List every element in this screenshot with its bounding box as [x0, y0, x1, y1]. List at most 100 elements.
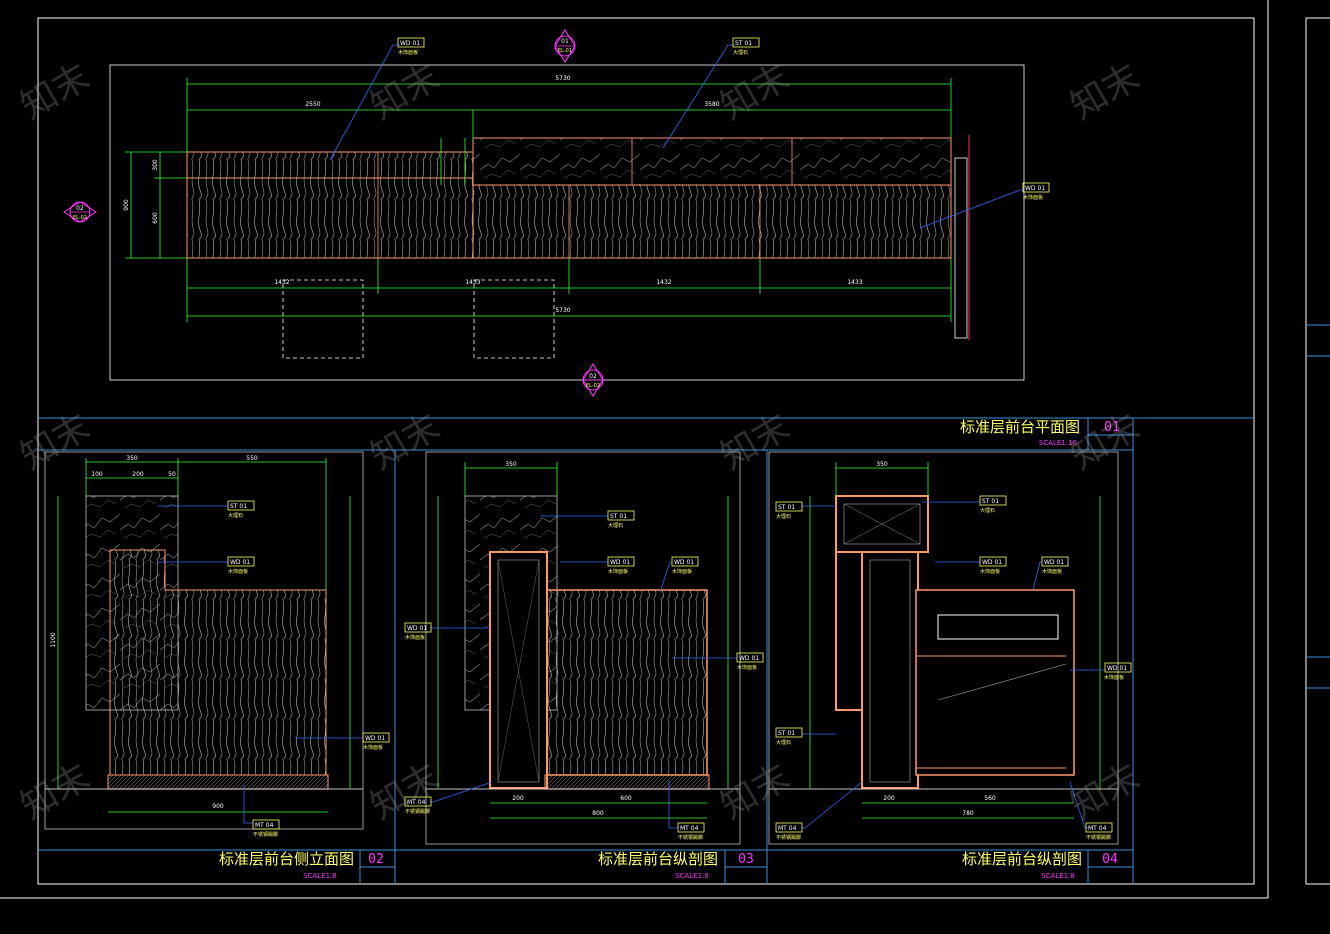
plan-border [109, 64, 1025, 381]
svg-text:不锈钢踢脚: 不锈钢踢脚 [405, 808, 430, 815]
plan-tag-2: ST 01 大理石 [732, 37, 760, 56]
svg-text:02: 02 [589, 373, 597, 380]
plan-chair-2 [473, 279, 555, 359]
dim-plan-left: 2550 [305, 101, 320, 108]
svg-text:不锈钢踢脚: 不锈钢踢脚 [678, 834, 703, 841]
svg-text:EL-02: EL-02 [73, 215, 87, 221]
svg-text:MT 04: MT 04 [1088, 825, 1107, 832]
sec04-title: 标准层前台纵剖图 [962, 850, 1082, 868]
dim-plan-seg4: 1433 [847, 279, 862, 286]
section-marker-icon: 01 EL-01 [554, 29, 576, 63]
dim-plan-seg3: 1432 [656, 279, 671, 286]
watermark: 知末 [1064, 406, 1147, 478]
dim-side-top-c: 50 [168, 471, 176, 478]
svg-text:WD 01: WD 01 [1025, 185, 1045, 192]
watermark: 知末 [14, 56, 97, 128]
dim-plan-seg1: 1432 [274, 279, 289, 286]
dim-side-top-total: 350 [126, 455, 138, 462]
sec03-number: 03 [738, 852, 754, 867]
sec04-column [861, 551, 919, 789]
dim-sec04-a: 200 [883, 795, 895, 802]
sheet-frame [0, 0, 1330, 899]
svg-text:WD 01: WD 01 [739, 655, 759, 662]
svg-text:ST 01: ST 01 [610, 513, 627, 520]
dim-sec03-total: 800 [592, 810, 604, 817]
svg-text:大理石: 大理石 [776, 739, 791, 746]
dim-sec03-top: 350 [505, 461, 517, 468]
watermark: 知末 [1064, 56, 1147, 128]
svg-text:WD 01: WD 01 [674, 559, 694, 566]
svg-text:EL-02: EL-02 [586, 383, 600, 389]
svg-text:木饰面板: 木饰面板 [737, 664, 757, 671]
watermark: 知末 [1064, 756, 1147, 828]
watermark: 知末 [364, 756, 447, 828]
dim-side-top-right: 550 [246, 455, 258, 462]
svg-text:WD 01: WD 01 [610, 559, 630, 566]
svg-text:01: 01 [561, 38, 569, 45]
svg-text:WD 01: WD 01 [982, 559, 1002, 566]
sec03-wood-body [546, 589, 708, 776]
side-number: 02 [368, 852, 384, 867]
svg-text:木饰面板: 木饰面板 [1023, 194, 1043, 201]
side-title-block: 标准层前台侧立面图 02 SCALE1:8 [219, 850, 395, 884]
sec04-tag-3: WD 01 木饰面板 [979, 556, 1007, 575]
svg-text:不锈钢踢脚: 不锈钢踢脚 [776, 834, 801, 841]
svg-text:EL-01: EL-01 [558, 48, 572, 54]
sec03-title: 标准层前台纵剖图 [598, 850, 718, 868]
svg-text:ST 01: ST 01 [982, 498, 999, 505]
watermark: 知末 [14, 756, 97, 828]
watermark: 知末 [714, 756, 797, 828]
svg-text:ST 01: ST 01 [778, 730, 795, 737]
svg-text:ST 01: ST 01 [778, 504, 795, 511]
plan-chair-1 [282, 279, 364, 359]
svg-text:MT 04: MT 04 [255, 822, 274, 829]
side-wood-body [109, 549, 327, 776]
dim-sec04-top: 350 [876, 461, 888, 468]
dim-sec04-b: 560 [984, 795, 996, 802]
side-scale: SCALE1:8 [303, 872, 337, 880]
svg-text:不锈钢踢脚: 不锈钢踢脚 [253, 831, 278, 838]
plan-dimensions [125, 78, 952, 322]
svg-text:WD 01: WD 01 [230, 559, 250, 566]
dim-side-top-a: 100 [91, 471, 103, 478]
side-kick-plate [107, 774, 329, 790]
dim-side-bottom: 900 [212, 803, 224, 810]
svg-text:大理石: 大理石 [228, 512, 243, 519]
plan-number: 01 [1104, 420, 1120, 435]
sec04-drawer [937, 614, 1059, 640]
side-title: 标准层前台侧立面图 [219, 850, 354, 868]
svg-text:WD 01: WD 01 [365, 735, 385, 742]
plan-title-block: 标准层前台平面图 01 SCALE1:16 [960, 418, 1133, 450]
svg-text:WD 01: WD 01 [407, 625, 427, 632]
plan-title: 标准层前台平面图 [960, 418, 1080, 436]
svg-text:MT 04: MT 04 [407, 799, 426, 806]
svg-text:大理石: 大理石 [733, 49, 748, 56]
svg-text:木饰面板: 木饰面板 [980, 568, 1000, 575]
side-tag-4: MT 04 不锈钢踢脚 [252, 819, 280, 838]
sec03-title-block: 标准层前台纵剖图 03 SCALE1:8 [598, 850, 767, 884]
dim-plan-htop: 300 [152, 159, 159, 171]
watermark: 知末 [714, 406, 797, 478]
sec04-title-block: 标准层前台纵剖图 04 SCALE1:8 [962, 850, 1133, 884]
plan-marble-top [472, 137, 952, 186]
watermark: 知末 [714, 56, 797, 128]
dim-plan-height: 900 [123, 199, 130, 211]
sec04-scale: SCALE1:8 [1041, 872, 1075, 880]
svg-text:WD 01: WD 01 [400, 40, 420, 47]
plan-scale: SCALE1:16 [1039, 439, 1078, 447]
